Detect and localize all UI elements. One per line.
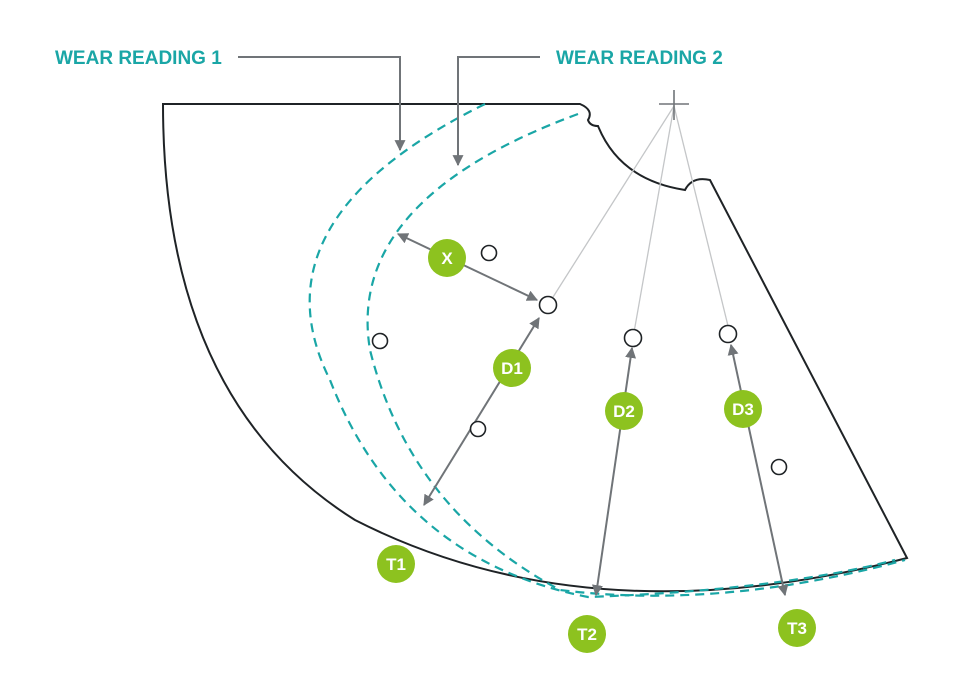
badge-d3: D3	[724, 390, 762, 428]
leader-wear-reading-1	[238, 56, 406, 152]
badge-t2-label: T2	[577, 625, 597, 644]
arrow-d3	[727, 343, 789, 597]
hole	[718, 324, 738, 344]
hole	[480, 244, 498, 262]
hole	[538, 295, 558, 315]
badge-t1-label: T1	[386, 555, 406, 574]
center-cross-icon	[659, 90, 689, 120]
leader-wear-reading-2	[452, 56, 540, 167]
badge-d1-label: D1	[501, 359, 523, 378]
arrow-x	[397, 233, 538, 301]
hole	[371, 332, 389, 350]
badge-d1: D1	[493, 349, 531, 387]
arrow-d1	[423, 317, 540, 506]
badge-t2: T2	[568, 615, 606, 653]
segment-outline	[161, 103, 909, 593]
badge-d3-label: D3	[732, 400, 754, 419]
hole	[469, 420, 487, 438]
label-wear-reading-1: WEAR READING 1	[55, 48, 222, 69]
label-wear-reading-2: WEAR READING 2	[556, 48, 723, 69]
arrow-d2	[591, 346, 637, 597]
badge-d2-label: D2	[613, 402, 635, 421]
badge-t3-label: T3	[787, 619, 807, 638]
badge-t3: T3	[778, 609, 816, 647]
wear-line-2	[366, 112, 906, 597]
guide-lines	[547, 105, 731, 339]
holes	[371, 244, 788, 476]
wear-line-1	[308, 103, 896, 599]
badge-t1: T1	[377, 545, 415, 583]
badge-x: X	[428, 239, 466, 277]
badge-d2: D2	[605, 392, 643, 430]
hole	[623, 328, 643, 348]
badge-x-label: X	[441, 249, 453, 268]
hole	[770, 458, 788, 476]
